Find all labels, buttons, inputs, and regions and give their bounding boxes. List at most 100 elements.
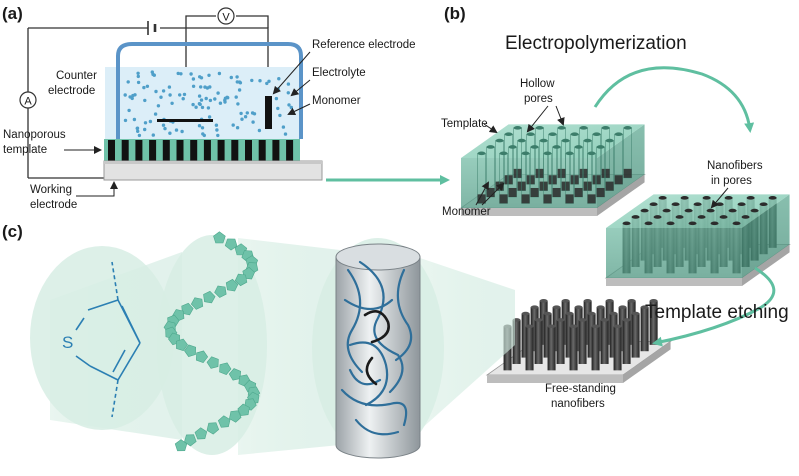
nanofiber-cap (539, 299, 548, 303)
nanofiber-cap (613, 324, 622, 329)
pore (258, 140, 266, 161)
substrate-front (606, 278, 742, 286)
pore-opening (614, 132, 623, 137)
panel-label-b: (b) (444, 4, 466, 23)
monomer-dot (132, 117, 137, 122)
monomer-particles (123, 70, 293, 138)
pore-opening (486, 145, 495, 149)
pore-opening (583, 138, 592, 143)
nanofiber-cap (622, 318, 631, 322)
nanofiber (649, 300, 658, 345)
monomer-layer (565, 194, 574, 204)
nanofiber (512, 319, 521, 364)
monomer-dot (189, 72, 193, 76)
pore (176, 140, 184, 161)
monomer-dot (191, 84, 196, 89)
thiophene-unit (217, 415, 231, 428)
monomer-dot (143, 98, 147, 103)
fiber-top (653, 215, 662, 219)
pore-opening (526, 132, 535, 137)
pore (245, 140, 252, 161)
monomer-layer (614, 175, 623, 185)
pore (203, 140, 211, 161)
reference-electrode (265, 96, 272, 129)
nanofiber-cap (556, 318, 565, 322)
monomer-dot (204, 96, 208, 101)
pore-opening (579, 126, 588, 130)
pore-opening (543, 151, 552, 156)
pore-opening (570, 132, 579, 137)
pore-opening (623, 126, 632, 130)
cell-labels: Reference electrode Counter electrode El… (3, 39, 416, 211)
monomer-dot (258, 79, 262, 83)
label-working-2: electrode (30, 199, 77, 211)
thiophene-unit (206, 422, 220, 435)
label-hollow-1: Hollow (520, 78, 555, 90)
nanofiber (591, 326, 600, 371)
nanofiber (622, 319, 631, 364)
thiophene-unit (194, 427, 208, 440)
monomer-dot (181, 97, 185, 101)
monomer-layer (521, 194, 530, 204)
fiber-top (746, 196, 755, 200)
fiber-top (675, 215, 684, 219)
monomer-dot (207, 115, 212, 119)
fiber-top (666, 221, 675, 226)
pore-opening (605, 138, 614, 143)
thiophene-unit (219, 362, 232, 375)
nanofiber-cap (600, 318, 609, 322)
fiber-top (662, 208, 671, 213)
monomer-dot (265, 81, 269, 86)
label-nanofibers-1: Nanofibers (707, 160, 763, 172)
monomer-dot (197, 124, 202, 128)
nanofiber (631, 313, 640, 358)
monomer-dot (215, 128, 219, 132)
monomer-dot (287, 103, 291, 107)
label-counter-electrode-1: Counter (56, 70, 97, 82)
label-hollow-2: pores (524, 93, 553, 105)
fiber-top (741, 215, 750, 219)
monomer-dot (225, 95, 229, 100)
nanofiber (578, 319, 587, 364)
monomer-dot (167, 85, 172, 89)
pore-opening (548, 132, 557, 137)
nanofiber-cap (627, 299, 636, 303)
monomer-dot (145, 84, 150, 89)
monomer-dot (200, 126, 205, 130)
nanofiber-cap (578, 318, 587, 322)
fiber-top (640, 208, 649, 213)
nanofiber (547, 326, 556, 371)
monomer-dot (208, 98, 213, 103)
electrochemical-cell (103, 42, 323, 181)
monomer-dot (250, 111, 255, 115)
fiber-top (702, 196, 711, 200)
monomer-dot (286, 82, 291, 86)
fiber-top (622, 221, 631, 226)
monomer-dot (168, 131, 172, 135)
monomer-layer (596, 187, 605, 197)
monomer-dot (131, 93, 135, 98)
monomer-dot (218, 101, 223, 105)
monomer-layer (623, 168, 632, 178)
monomer-dot (251, 120, 255, 124)
nanofiber-cap (574, 305, 583, 310)
thiophene-unit (174, 439, 188, 452)
pore (135, 140, 143, 161)
fiber-top (706, 208, 715, 213)
monomer-dot (245, 111, 249, 115)
monomer-dot (235, 80, 239, 84)
fiber-top (697, 215, 706, 219)
pore (108, 140, 115, 161)
label-monomer-b: Monomer (442, 206, 491, 218)
nanofiber-cap (587, 311, 596, 316)
label-template-2: template (3, 144, 47, 156)
nanofiber (534, 319, 543, 364)
substrate-side (623, 341, 671, 383)
thiophene-unit (225, 278, 239, 292)
pore (162, 140, 170, 161)
monomer-dot (128, 95, 132, 99)
monomer-dot (151, 133, 155, 137)
monomer-dot (277, 77, 281, 81)
fiber-top (768, 196, 777, 200)
